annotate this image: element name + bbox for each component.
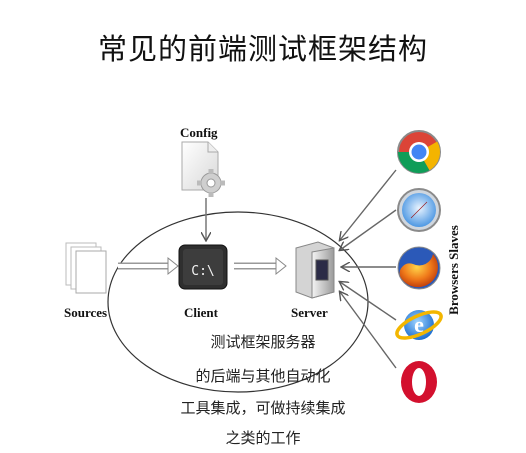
svg-text:e: e	[414, 312, 424, 337]
chrome-icon	[397, 130, 441, 174]
sources-label: Sources	[64, 305, 108, 320]
terminal-prompt-text: C:\	[191, 264, 214, 279]
description-line-3: 工具集成，可做持续集成	[180, 399, 346, 417]
server-label: Server	[291, 305, 328, 320]
gear-icon	[197, 169, 225, 197]
arrow-client-to-server	[234, 256, 287, 276]
framework-ellipse	[107, 211, 369, 393]
server-tower-icon	[295, 241, 335, 299]
description-line-1: 测试框架服务器	[210, 333, 316, 351]
diagram-title: 常见的前端测试框架结构	[97, 32, 428, 66]
opera-icon	[401, 361, 437, 403]
browser-to-server-arrows	[340, 169, 397, 369]
config-document-icon	[181, 141, 225, 197]
client-label: Client	[184, 305, 218, 320]
client-terminal-icon: C:\	[178, 244, 228, 290]
firefox-icon	[397, 246, 441, 290]
browsers-slaves-label: Browsers Slaves	[445, 225, 461, 315]
description-line-2: 的后端与其他自动化	[195, 367, 331, 385]
sources-documents-icon	[65, 242, 107, 294]
arrow-sources-to-client	[118, 256, 179, 276]
safari-icon	[397, 188, 441, 232]
description-line-4: 之类的工作	[225, 429, 301, 447]
internet-explorer-icon: e	[395, 310, 443, 340]
config-label: Config	[180, 125, 218, 140]
